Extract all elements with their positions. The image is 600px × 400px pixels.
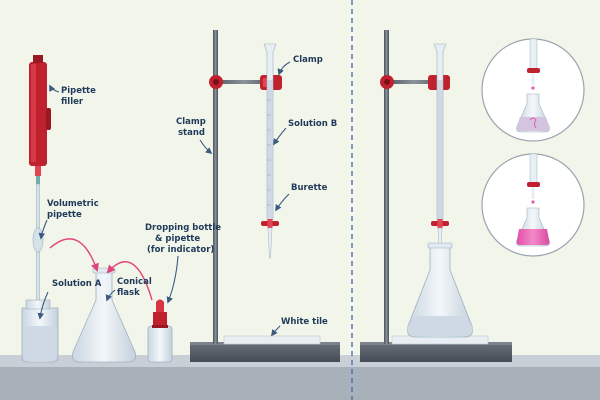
- transfer-arrow-indicator: [106, 261, 153, 301]
- svg-text:stand: stand: [178, 128, 205, 138]
- label-clamp: Clamp: [277, 55, 323, 76]
- pipette-filler: [29, 55, 51, 184]
- svg-text:Conical: Conical: [117, 277, 152, 287]
- dropping-bottle: [147, 299, 173, 363]
- svg-text:filler: filler: [61, 97, 84, 107]
- burette: [261, 43, 279, 259]
- svg-text:Clamp: Clamp: [293, 55, 323, 65]
- inset-colour-change-endpoint: [481, 153, 585, 257]
- label-solution-a: Solution A: [37, 279, 102, 320]
- inset-colour-change-start: [481, 38, 585, 142]
- svg-text:flask: flask: [117, 288, 140, 298]
- clamp-stand: [190, 30, 340, 362]
- titration-setup: [360, 30, 512, 362]
- label-white-tile: White tile: [271, 317, 328, 337]
- svg-text:Clamp: Clamp: [176, 117, 206, 127]
- svg-text:Pipette: Pipette: [61, 86, 96, 96]
- svg-text:Volumetric: Volumetric: [47, 199, 99, 209]
- label-conical-flask: Conical flask: [105, 277, 152, 302]
- svg-text:Burette: Burette: [291, 183, 328, 193]
- label-clamp-stand: Clamp stand: [176, 117, 213, 155]
- label-dropping-bottle: Dropping bottle & pipette (for indicator…: [145, 223, 221, 304]
- svg-text:Solution A: Solution A: [52, 279, 102, 289]
- svg-text:Solution B: Solution B: [288, 119, 337, 129]
- label-volumetric-pipette: Volumetric pipette: [38, 199, 99, 240]
- transfer-arrow-pipette: [49, 238, 99, 272]
- volumetric-pipette: [32, 183, 44, 321]
- svg-text:Dropping bottle: Dropping bottle: [145, 223, 221, 233]
- label-pipette-filler: Pipette filler: [49, 84, 96, 107]
- label-burette: Burette: [275, 183, 328, 212]
- svg-text:& pipette: & pipette: [155, 234, 200, 244]
- solution-a-beaker: [21, 299, 59, 363]
- svg-text:(for indicator): (for indicator): [147, 245, 214, 255]
- burette-scale: [267, 99, 271, 206]
- svg-text:pipette: pipette: [47, 210, 82, 220]
- svg-text:White tile: White tile: [281, 317, 328, 327]
- label-solution-b: Solution B: [273, 119, 337, 146]
